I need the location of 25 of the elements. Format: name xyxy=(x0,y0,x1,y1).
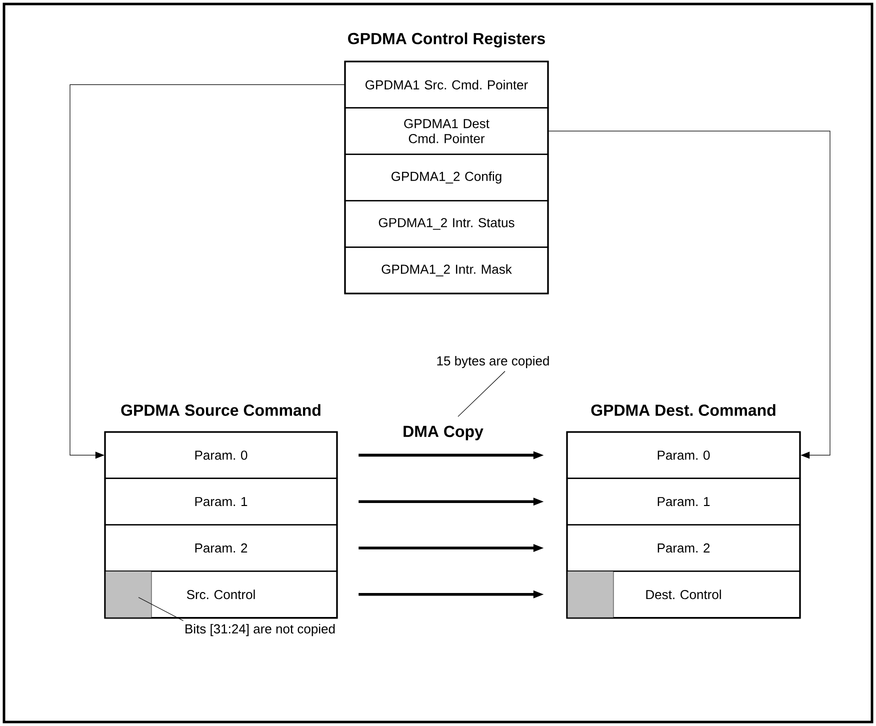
shaded-field xyxy=(567,571,614,618)
table-heading: GPDMA Control Registers xyxy=(348,32,545,48)
register-row: GPDMA1_2 Intr. Mask xyxy=(344,246,549,294)
leader-line xyxy=(458,370,506,417)
table-heading: GPDMA Dest. Command xyxy=(591,404,776,416)
table-heading: GPDMA Source Command xyxy=(121,404,320,416)
shaded-field xyxy=(105,571,152,618)
note-text: Bits [31:24] are not copied xyxy=(186,624,335,636)
operation-label: DMA Copy xyxy=(404,426,484,440)
register-row: Param. 2 xyxy=(104,524,338,572)
register-row: GPDMA1 Dest Cmd. Pointer xyxy=(344,107,549,155)
register-row: Param. 0 xyxy=(104,431,338,479)
register-row: Param. 0 xyxy=(566,431,801,479)
register-row: Param. 1 xyxy=(566,478,801,526)
pointer-arrow xyxy=(70,84,345,459)
leader-line xyxy=(138,597,184,622)
register-row: GPDMA1_2 Config xyxy=(344,154,549,202)
register-row: GPDMA1 Src. Cmd. Pointer xyxy=(344,60,549,108)
register-row: Param. 1 xyxy=(104,478,338,526)
note-text: 15 bytes are copied xyxy=(437,356,549,368)
register-row: Dest. Control xyxy=(566,570,801,618)
register-row: Src. Control xyxy=(104,570,338,618)
pointer-arrow xyxy=(548,130,830,459)
register-row: Param. 2 xyxy=(566,524,801,572)
register-row: GPDMA1_2 Intr. Status xyxy=(344,200,549,248)
